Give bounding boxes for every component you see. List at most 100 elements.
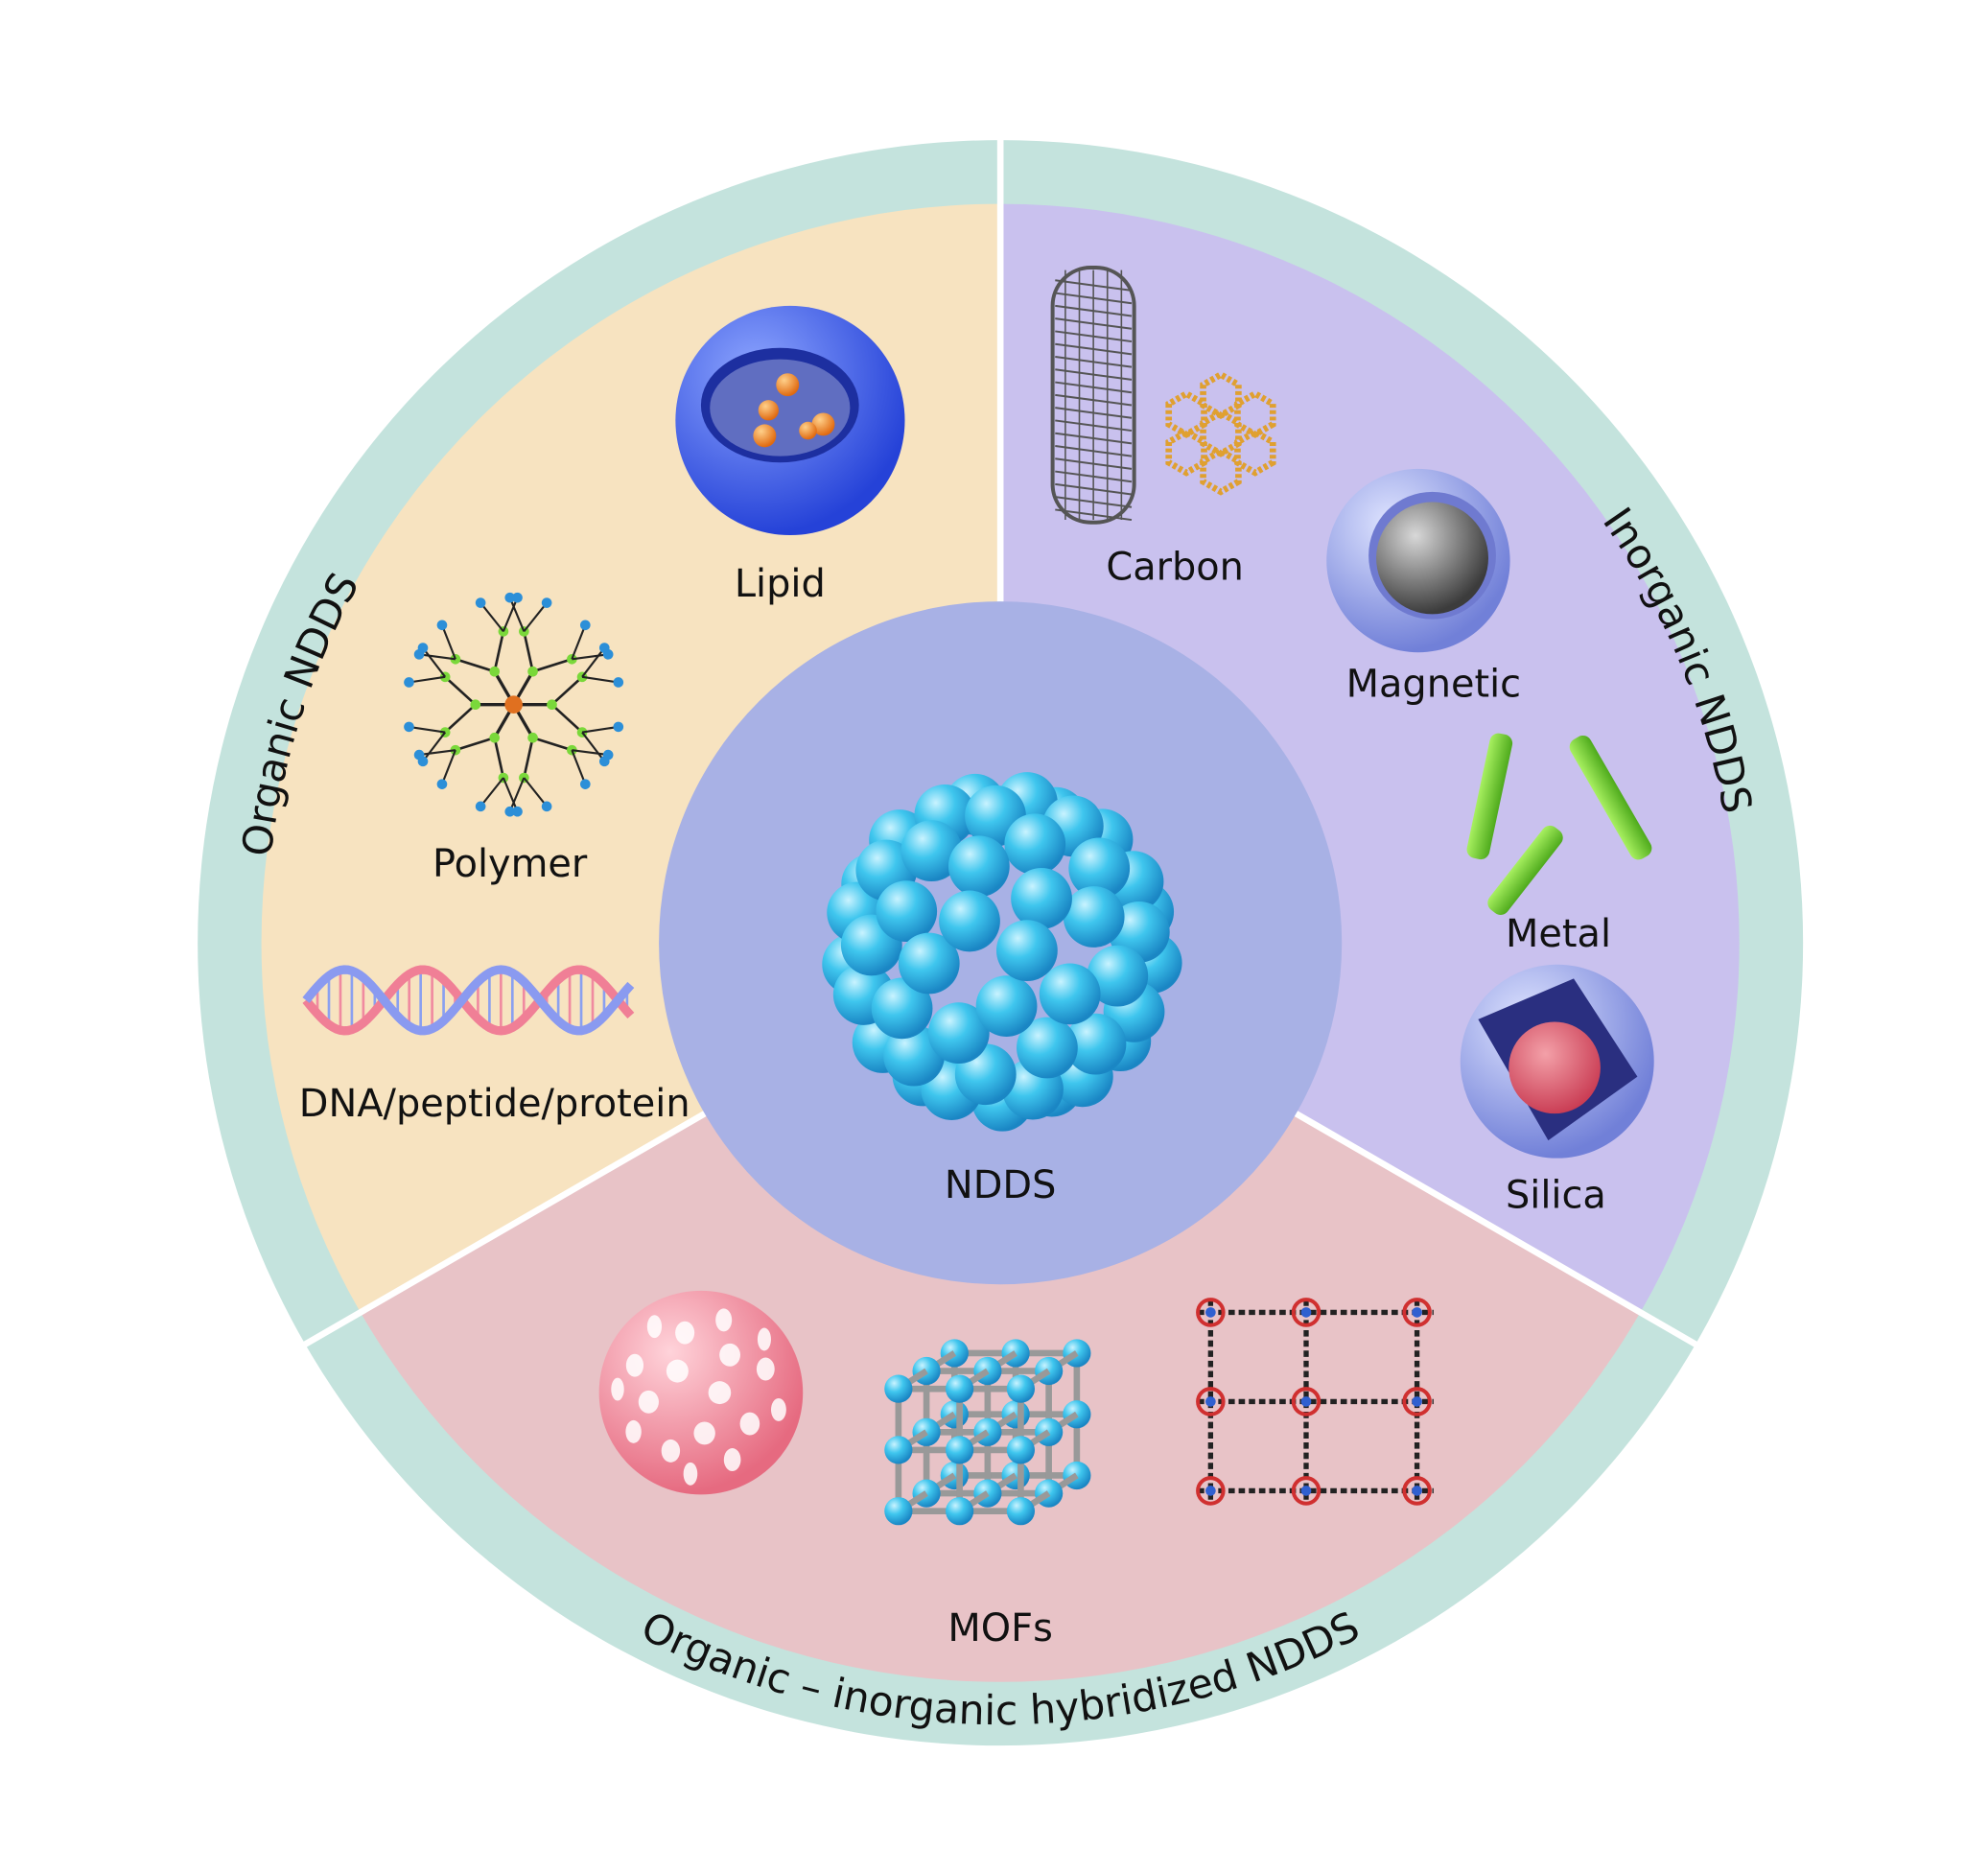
- lattice-node: [1006, 1374, 1036, 1403]
- mof-cubic-lattice-icon: [884, 1339, 1091, 1526]
- dendrimer-end: [404, 721, 414, 733]
- dendrimer-branch: [571, 624, 587, 660]
- lattice-node: [946, 1497, 974, 1526]
- sphere-pore: [646, 1315, 663, 1339]
- dendrimer-end: [404, 677, 414, 688]
- lattice-node: [884, 1497, 913, 1526]
- dendrimer-branch: [418, 653, 456, 661]
- dendrimer-branch: [493, 631, 505, 672]
- dendrimer-branch: [422, 646, 447, 678]
- nanoparticle-sphere: [947, 835, 1010, 898]
- dendrimer-branch: [455, 657, 496, 673]
- polymer-label: Polymer: [433, 842, 588, 886]
- dendrimer-end: [417, 756, 429, 767]
- metal-cluster-core: [1412, 1307, 1422, 1318]
- metal-cluster-core: [1412, 1486, 1422, 1496]
- dendrimer-branch: [444, 675, 477, 706]
- sphere-pore: [756, 1357, 775, 1381]
- metal-cluster-core: [1205, 1307, 1216, 1318]
- dendrimer-branch: [409, 675, 446, 684]
- dendrimer-branch: [479, 601, 504, 633]
- silica-label: Silica: [1506, 1173, 1606, 1217]
- dendrimer-end: [541, 801, 552, 812]
- graphene-hexagon: [1165, 428, 1207, 477]
- mesoporous-silica-icon: [1460, 964, 1654, 1159]
- dendrimer-branch: [550, 703, 583, 734]
- dendrimer-branch: [532, 736, 573, 752]
- metal-cluster: [1291, 1476, 1321, 1506]
- magnetic-nanoparticle-icon: [1326, 468, 1510, 653]
- dendrimer-end: [579, 779, 591, 789]
- liposome-icon: [675, 305, 905, 535]
- sphere-pore: [693, 1421, 715, 1445]
- dendrimer-end: [613, 721, 624, 733]
- dendrimer-icon: [404, 592, 624, 817]
- metal-cluster: [1291, 1298, 1321, 1327]
- metal-cluster-core: [1205, 1396, 1216, 1407]
- nanoparticle-sphere: [1017, 1017, 1078, 1079]
- dendrimer-node: [489, 732, 501, 743]
- dendrimer-branch: [581, 725, 619, 734]
- metal-cluster-core: [1300, 1307, 1312, 1318]
- dendrimer-end: [504, 806, 516, 817]
- metal-cluster: [1196, 1387, 1226, 1416]
- metal-cluster: [1196, 1476, 1226, 1506]
- sphere-pore: [739, 1412, 760, 1436]
- sphere-pore: [723, 1448, 741, 1471]
- nanoparticle-sphere: [975, 975, 1038, 1037]
- metal-cluster: [1402, 1298, 1432, 1327]
- dendrimer-branch: [581, 646, 606, 678]
- nanoparticle-sphere: [995, 920, 1058, 981]
- dendrimer-branch: [523, 601, 548, 633]
- sphere-pore: [770, 1397, 786, 1421]
- graphene-honeycomb-icon: [1165, 370, 1276, 496]
- sphere-pore: [666, 1359, 689, 1383]
- mofs-label: MOFs: [947, 1606, 1052, 1651]
- nanoparticle-sphere: [1004, 813, 1066, 876]
- graphene-hexagon: [1234, 428, 1276, 477]
- sphere-pore: [625, 1419, 642, 1443]
- metal-cluster-core: [1205, 1486, 1216, 1496]
- ndds-label: NDDS: [945, 1163, 1056, 1207]
- dna-strand: [302, 965, 635, 1036]
- dendrimer-end: [436, 620, 448, 631]
- nanoparticle-sphere: [1068, 837, 1131, 900]
- dendrimer-branch: [479, 777, 504, 808]
- dendrimer-branch: [502, 597, 519, 632]
- sphere-pore: [625, 1353, 644, 1377]
- magnetic-label: Magnetic: [1346, 663, 1521, 707]
- dendrimer-branch: [455, 736, 496, 752]
- nanoparticle-sphere: [1039, 963, 1101, 1025]
- sphere-pore: [675, 1321, 695, 1345]
- metal-label: Metal: [1506, 912, 1611, 956]
- nanoparticle-sphere: [939, 890, 1000, 952]
- sphere-pore: [719, 1343, 740, 1367]
- dendrimer-branch: [508, 597, 526, 632]
- dendrimer-node: [489, 666, 501, 677]
- sphere-pore: [611, 1377, 624, 1401]
- lattice-node: [1006, 1436, 1036, 1464]
- metal-nanorods-icon: [1466, 733, 1652, 915]
- dendrimer-end: [504, 592, 516, 603]
- dendrimer-end: [602, 648, 614, 660]
- dendrimer-end: [613, 677, 624, 688]
- dendrimer-node: [547, 699, 557, 711]
- metal-cluster-core: [1412, 1396, 1422, 1407]
- lipid-label: Lipid: [735, 562, 826, 606]
- lattice-node: [946, 1374, 974, 1403]
- nanoparticle-sphere: [1011, 867, 1072, 929]
- dendrimer-branch: [532, 657, 573, 673]
- dendrimer-branch: [571, 749, 587, 785]
- nanoparticle-sphere: [1063, 886, 1125, 948]
- nanoparticle-sphere: [898, 932, 960, 995]
- dendrimer-branch: [550, 675, 583, 706]
- sphere-pore: [708, 1381, 732, 1405]
- dendrimer-branch: [523, 737, 534, 779]
- dendrimer-branch: [440, 749, 456, 785]
- dendrimer-end: [512, 806, 523, 817]
- sphere-pore: [638, 1390, 659, 1414]
- metal-cluster-core: [1300, 1486, 1312, 1496]
- nanoparticle-sphere: [927, 1002, 990, 1065]
- metal-cluster: [1291, 1387, 1321, 1416]
